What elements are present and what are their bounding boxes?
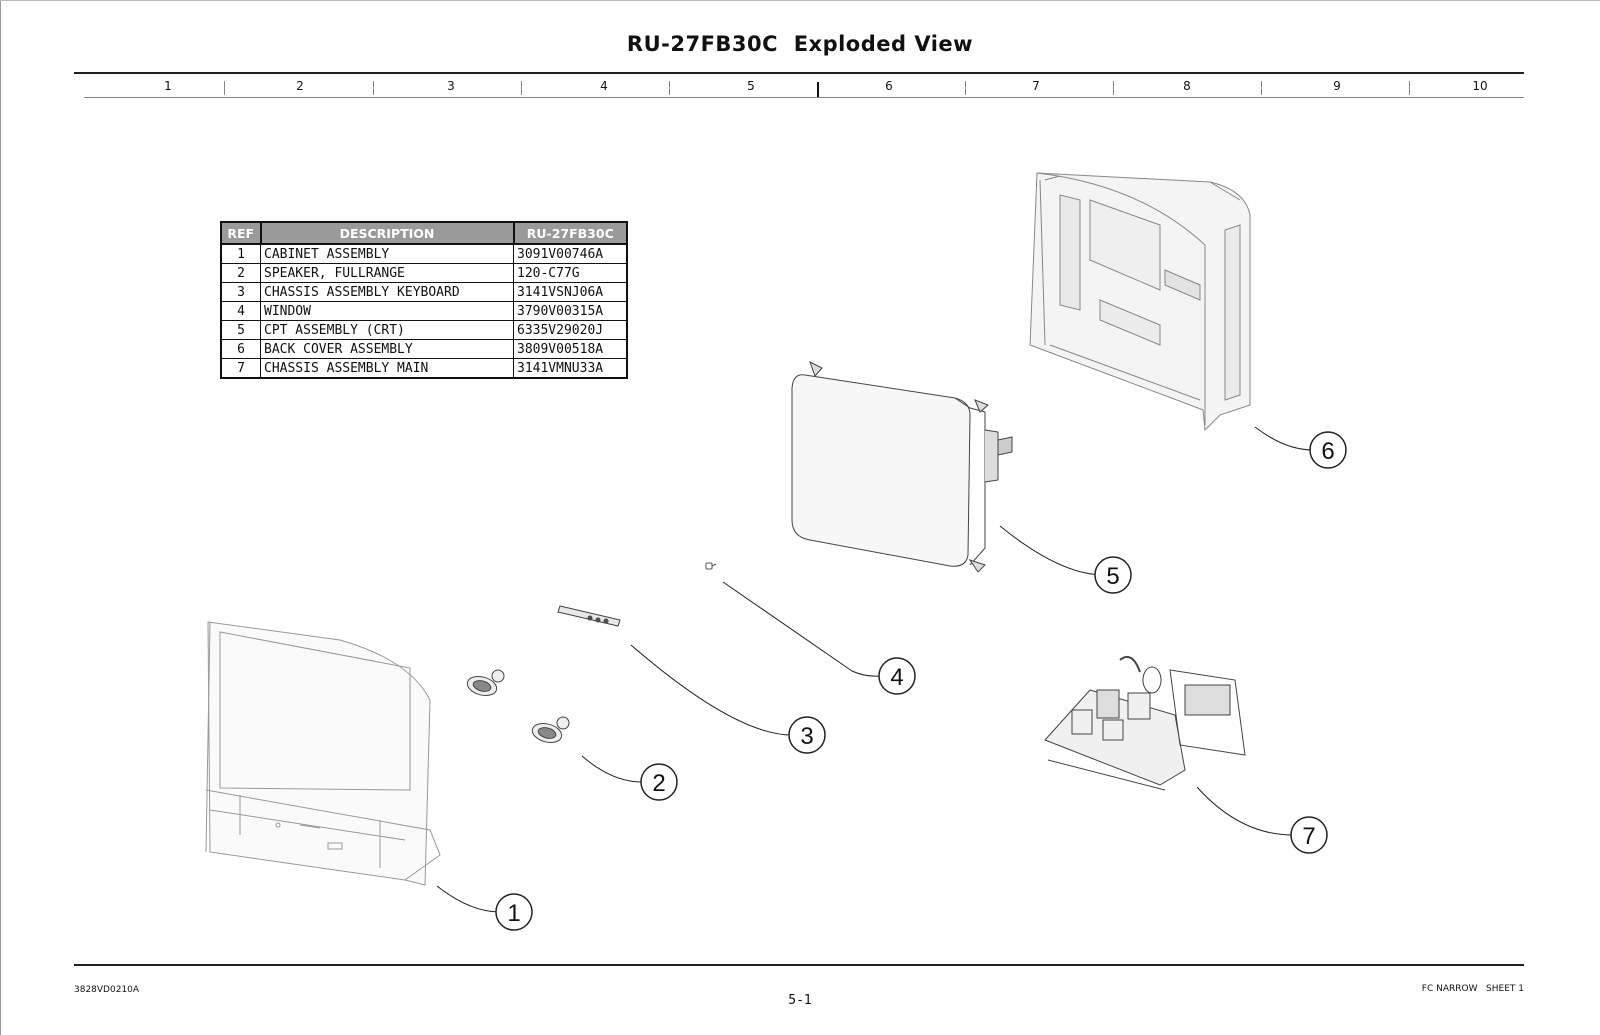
- callout-circles: [495, 431, 1347, 931]
- description-cell: BACK COVER ASSEMBLY: [260, 339, 514, 359]
- part-number-cell: 120-C77G: [513, 263, 628, 283]
- zone-divider: [521, 81, 522, 95]
- col-part-number: RU-27FB30C: [512, 221, 628, 245]
- callout-label: 3: [800, 723, 813, 750]
- page-title: RU-27FB30C Exploded View: [0, 32, 1600, 56]
- callout-label: 5: [1106, 563, 1119, 590]
- col-ref: REF: [220, 221, 262, 245]
- callout-label: 4: [890, 664, 903, 691]
- zone-divider: [373, 81, 374, 95]
- zone-label: 9: [1333, 79, 1341, 93]
- keyboard-board-drawing: [557, 605, 621, 627]
- page-number: 5-1: [788, 993, 812, 1008]
- part-number-cell: 3141VSNJ06A: [513, 282, 628, 302]
- zone-label: 3: [447, 79, 455, 93]
- window-drawing: [705, 562, 717, 570]
- col-description: DESCRIPTION: [259, 221, 515, 245]
- crt-drawing: [791, 360, 1013, 573]
- zone-ruler: 1 2 3 4 5 6 7 8 9 10: [84, 77, 1524, 97]
- zone-divider: [817, 82, 819, 97]
- zone-label: 8: [1183, 79, 1191, 93]
- zone-label: 6: [885, 79, 893, 93]
- callout-label: 7: [1302, 823, 1315, 850]
- sheet-label: FC NARROW SHEET 1: [1421, 984, 1524, 994]
- callout-labels: 1 2 3 4 5 6 7: [507, 438, 1334, 927]
- back-cover-drawing: [1029, 172, 1251, 432]
- zone-label: 1: [164, 79, 172, 93]
- zone-label: 4: [600, 79, 608, 93]
- speaker-drawing: [466, 669, 570, 744]
- cabinet-drawing: [205, 621, 441, 886]
- part-number-cell: 3141VMNU33A: [513, 358, 628, 379]
- main-chassis-drawing: [1044, 656, 1246, 791]
- zone-label: 10: [1472, 79, 1488, 93]
- zone-divider: [1409, 81, 1410, 95]
- callout-leaders: [436, 426, 1314, 913]
- callout-label: 1: [507, 900, 520, 927]
- ruler-baseline: [84, 97, 1524, 98]
- footer-rule: [74, 964, 1524, 966]
- zone-divider: [224, 81, 225, 95]
- part-number-cell: 3790V00315A: [513, 301, 628, 321]
- part-number-cell: 3809V00518A: [513, 339, 628, 359]
- zone-divider: [1113, 81, 1114, 95]
- zone-label: 5: [747, 79, 755, 93]
- callout-label: 2: [652, 770, 665, 797]
- description-cell: CPT ASSEMBLY (CRT): [260, 320, 514, 340]
- zone-divider: [965, 81, 966, 95]
- title-suffix: Exploded View: [793, 32, 974, 56]
- zone-label: 7: [1032, 79, 1040, 93]
- description-cell: CABINET ASSEMBLY: [260, 243, 514, 264]
- model-name: RU-27FB30C: [626, 32, 779, 56]
- doc-number: 3828VD0210A: [74, 985, 140, 995]
- zone-divider: [669, 81, 670, 95]
- part-number-cell: 6335V29020J: [513, 320, 628, 340]
- zone-label: 2: [296, 79, 304, 93]
- callout-label: 6: [1321, 438, 1334, 465]
- description-cell: CHASSIS ASSEMBLY MAIN: [260, 358, 514, 379]
- description-cell: CHASSIS ASSEMBLY KEYBOARD: [260, 282, 514, 302]
- zone-divider: [1261, 81, 1262, 95]
- header-rule: [74, 72, 1524, 74]
- parts-table-header: REF DESCRIPTION RU-27FB30C: [220, 221, 628, 245]
- page-frame-top: [0, 0, 1600, 1]
- page-frame-left: [0, 0, 1, 1035]
